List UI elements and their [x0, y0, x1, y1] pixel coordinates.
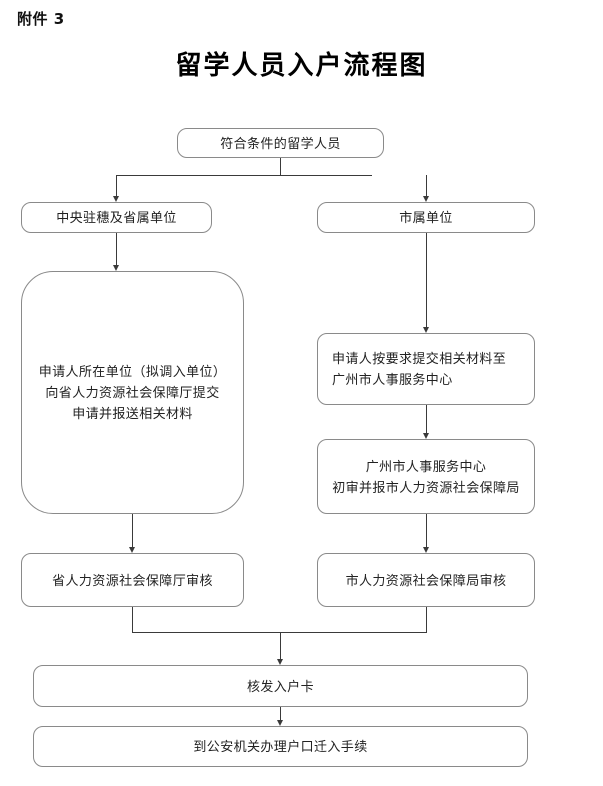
node-left-application-submission: 申请人所在单位（拟调入单位） 向省人力资源社会保障厅提交 申请并报送相关材料	[21, 271, 244, 514]
arrow-to-right-submit	[423, 327, 429, 333]
arrow-to-right-preliminary	[423, 433, 429, 439]
node-police-household-registration: 到公安机关办理户口迁入手续	[33, 726, 528, 767]
connector-start-to-split	[280, 158, 281, 176]
arrow-to-final-step	[277, 720, 283, 726]
arrow-to-issue-card	[277, 659, 283, 665]
connector-issue-card-to-final	[280, 707, 281, 720]
connector-split-right-down	[426, 175, 427, 196]
node-start-qualified-applicant: 符合条件的留学人员	[177, 128, 384, 158]
page-title: 留学人员入户流程图	[175, 51, 428, 81]
node-municipal-hr-review: 市人力资源社会保障局审核	[317, 553, 535, 607]
connector-right-unit-to-submit	[426, 233, 427, 327]
node-central-and-provincial-unit: 中央驻穗及省属单位	[21, 202, 212, 233]
node-issue-residence-card: 核发入户卡	[33, 665, 528, 707]
arrow-to-left-review	[129, 547, 135, 553]
connector-left-unit-to-apply	[116, 233, 117, 265]
connector-left-apply-to-review	[132, 514, 133, 547]
connector-right-review-down	[426, 607, 427, 632]
attachment-label: 附件 3	[17, 10, 65, 28]
arrow-to-right-unit	[423, 196, 429, 202]
arrow-to-right-review	[423, 547, 429, 553]
node-provincial-hr-review: 省人力资源社会保障厅审核	[21, 553, 244, 607]
node-submit-materials-to-center: 申请人按要求提交相关材料至 广州市人事服务中心	[317, 333, 535, 405]
connector-split-left-down	[116, 175, 117, 196]
connector-left-review-down	[132, 607, 133, 632]
arrow-to-left-unit	[113, 196, 119, 202]
connector-merge-to-issue-card	[280, 632, 281, 659]
node-center-preliminary-review: 广州市人事服务中心 初审并报市人力资源社会保障局	[317, 439, 535, 514]
node-municipal-unit: 市属单位	[317, 202, 535, 233]
connector-merge-bar	[132, 632, 427, 633]
connector-right-preliminary-to-review	[426, 514, 427, 547]
connector-split-bar	[116, 175, 372, 176]
connector-right-submit-to-preliminary	[426, 405, 427, 433]
arrow-to-left-apply	[113, 265, 119, 271]
